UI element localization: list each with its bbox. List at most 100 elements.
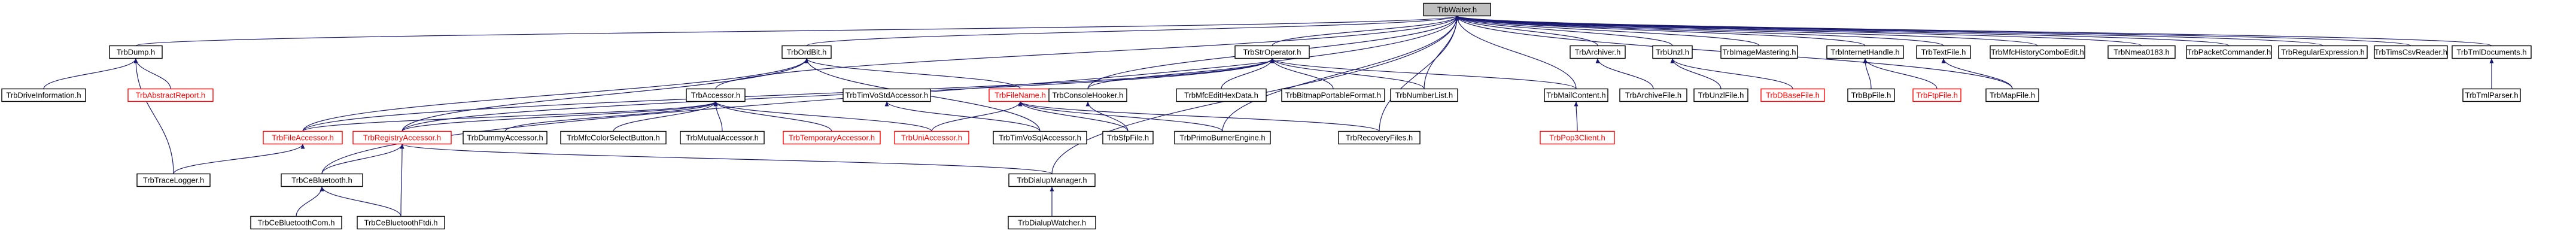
node-label: TrbTemporaryAccessor.h — [789, 133, 875, 142]
node-label: TrbUnzl.h — [1656, 48, 1689, 57]
node-dialupwatch[interactable]: TrbDialupWatcher.h — [1008, 215, 1096, 230]
node-ordbit[interactable]: TrbOrdBit.h — [781, 45, 832, 59]
node-label: TrbTimsCsvReader.h — [2374, 48, 2447, 57]
node-fileacc[interactable]: TrbFileAccessor.h — [263, 130, 343, 145]
node-label: TrbTimVoSqlAccessor.h — [999, 133, 1081, 142]
edge-mfchist-to-tw — [1456, 15, 2038, 47]
node-label: TrbTraceLogger.h — [143, 176, 204, 185]
node-regacc[interactable]: TrbRegistryAccessor.h — [352, 130, 452, 145]
node-label: TrbTmlDocuments.h — [2456, 48, 2526, 57]
node-imgmast[interactable]: TrbImageMastering.h — [1720, 45, 1798, 59]
node-archfile[interactable]: TrbArchiveFile.h — [1619, 88, 1687, 102]
node-stropr[interactable]: TrbStrOperator.h — [1234, 45, 1310, 59]
node-tmldocs[interactable]: TrbTmlDocuments.h — [2452, 45, 2532, 59]
node-filename[interactable]: TrbFileName.h — [989, 88, 1052, 102]
node-label: TrbDriveInformation.h — [6, 91, 81, 100]
arrowhead-uniacc-to-accessor — [713, 101, 718, 107]
node-label: TrbFtpFile.h — [1916, 91, 1958, 100]
node-drvinfo[interactable]: TrbDriveInformation.h — [1, 88, 86, 102]
node-box — [109, 45, 163, 59]
node-box — [686, 88, 746, 102]
node-timvosql[interactable]: TrbTimVoSqlAccessor.h — [993, 130, 1087, 145]
edge-dialupmgr-to-regacc — [402, 143, 1053, 175]
node-label: TrbAccessor.h — [691, 91, 741, 100]
edge-uniacc-to-accessor — [715, 101, 932, 132]
node-box — [357, 215, 445, 230]
node-label: TrbStrOperator.h — [1243, 48, 1301, 57]
edge-drvinfo-to-dump — [43, 58, 136, 89]
node-box — [1847, 88, 1895, 102]
node-packet[interactable]: TrbPacketCommander.h — [2186, 45, 2272, 59]
node-label: TrbConsoleHooker.h — [1053, 91, 1124, 100]
node-box — [352, 130, 452, 145]
node-tracelog[interactable]: TrbTraceLogger.h — [136, 173, 211, 187]
node-dbase[interactable]: TrbDBaseFile.h — [1760, 88, 1825, 102]
edge-primo-to-tw — [1222, 16, 1458, 132]
node-unzlfile[interactable]: TrbUnzlFile.h — [1693, 88, 1748, 102]
edge-mfcsel-to-accessor — [613, 101, 716, 132]
node-nmea[interactable]: TrbNmea0183.h — [2107, 45, 2176, 59]
node-inethandle[interactable]: TrbInternetHandle.h — [1826, 45, 1904, 59]
node-box — [2462, 88, 2521, 102]
node-recfiles[interactable]: TrbRecoveryFiles.h — [1338, 130, 1421, 145]
node-box — [1281, 88, 1385, 102]
node-mutualacc[interactable]: TrbMutualAccessor.h — [680, 130, 765, 145]
edge-fileacc-to-accessor — [302, 101, 716, 132]
edge-timscsv-to-tw — [1456, 15, 2411, 47]
node-numlist[interactable]: TrbNumberList.h — [1390, 88, 1458, 102]
node-textfile[interactable]: TrbTextFile.h — [1916, 45, 1971, 59]
node-tempacc[interactable]: TrbTemporaryAccessor.h — [783, 130, 881, 145]
node-accessor[interactable]: TrbAccessor.h — [686, 88, 746, 102]
node-label: TrbMailContent.h — [1546, 91, 1605, 100]
node-label: TrbArchiveFile.h — [1625, 91, 1681, 100]
node-uniacc[interactable]: TrbUniAccessor.h — [894, 130, 969, 145]
node-mfcsel[interactable]: TrbMfcColorSelectButton.h — [560, 130, 667, 145]
node-archiver[interactable]: TrbArchiver.h — [1570, 45, 1626, 59]
node-mailcont[interactable]: TrbMailContent.h — [1544, 88, 1608, 102]
node-box — [1008, 173, 1096, 187]
node-dialupmgr[interactable]: TrbDialupManager.h — [1008, 173, 1096, 187]
node-unzl[interactable]: TrbUnzl.h — [1652, 45, 1693, 59]
node-timscsv[interactable]: TrbTimsCsvReader.h — [2374, 45, 2448, 59]
arrowhead-mapfile-to-textfile — [1941, 58, 1946, 63]
node-mfcedit[interactable]: TrbMfcEditHexData.h — [1176, 88, 1267, 102]
node-primo[interactable]: TrbPrimoBurnerEngine.h — [1174, 130, 1271, 145]
node-box — [1619, 88, 1687, 102]
node-ceblue[interactable]: TrbCeBluetooth.h — [281, 173, 363, 187]
node-bitmap[interactable]: TrbBitmapPortableFormat.h — [1281, 88, 1385, 102]
node-timvoacc[interactable]: TrbTimVoStdAccessor.h — [843, 88, 931, 102]
node-regex[interactable]: TrbRegularExpression.h — [2278, 45, 2368, 59]
node-conshook[interactable]: TrbConsoleHooker.h — [1048, 88, 1127, 102]
edge-regacc-to-ordbit — [402, 58, 807, 132]
node-mapfile[interactable]: TrbMapFile.h — [1985, 88, 2039, 102]
node-label: TrbMfcHistoryComboEdit.h — [1991, 48, 2084, 57]
node-label: TrbRegularExpression.h — [2281, 48, 2365, 57]
node-box — [1912, 88, 1961, 102]
node-tmlparser[interactable]: TrbTmlParser.h — [2462, 88, 2521, 102]
node-box — [1234, 45, 1310, 59]
node-label: TrbMutualAccessor.h — [686, 133, 759, 142]
node-label: TrbDummyAccessor.h — [467, 133, 543, 142]
node-tw[interactable]: TrbWaiter.h — [1423, 2, 1491, 17]
node-bpfile[interactable]: TrbBpFile.h — [1847, 88, 1895, 102]
node-label: TrbDialupWatcher.h — [1018, 218, 1086, 227]
edge-ceblueftdi-to-regacc — [400, 144, 403, 217]
node-sfpfile[interactable]: TrbSfpFile.h — [1102, 130, 1154, 145]
node-label: TrbDump.h — [117, 48, 156, 57]
node-label: TrbMapFile.h — [1990, 91, 2035, 100]
node-pop3[interactable]: TrbPop3Client.h — [1540, 130, 1615, 145]
node-dummyacc[interactable]: TrbDummyAccessor.h — [463, 130, 548, 145]
node-mfchist[interactable]: TrbMfcHistoryComboEdit.h — [1990, 45, 2085, 59]
edge-dump-to-tw — [135, 15, 1458, 47]
node-cebluecom[interactable]: TrbCeBluetoothCom.h — [250, 215, 342, 230]
arrowhead-tracelog-to-dump — [133, 58, 138, 63]
node-dump[interactable]: TrbDump.h — [109, 45, 163, 59]
node-box — [1826, 45, 1904, 59]
node-label: TrbSfpFile.h — [1107, 133, 1149, 142]
arrowhead-timvosql-to-timvoacc — [884, 101, 889, 107]
node-ftpfile[interactable]: TrbFtpFile.h — [1912, 88, 1961, 102]
edge-imgmast-to-tw — [1456, 15, 1760, 47]
arrowhead-dbase-to-unzl — [1670, 58, 1675, 63]
node-absrep[interactable]: TrbAbstractReport.h — [127, 88, 214, 102]
node-ceblueftdi[interactable]: TrbCeBluetoothFtdi.h — [357, 215, 445, 230]
